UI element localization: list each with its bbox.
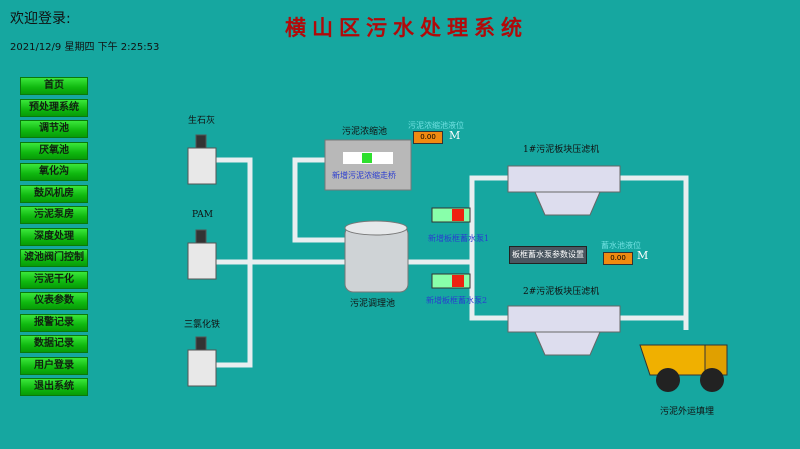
thickener-label: 污泥浓缩池 <box>342 127 388 137</box>
pumps <box>431 207 471 289</box>
mix-tank <box>344 220 409 293</box>
nav-button[interactable]: 数据记录 <box>20 335 88 353</box>
pump1-label[interactable]: 新增板框蓄水泵1 <box>428 234 490 243</box>
datetime: 2021/12/9 星期四 下午 2:25:53 <box>10 42 160 53</box>
page-title: 横山区污水处理系统 <box>285 15 528 40</box>
dosing-label-lime: 生石灰 <box>188 116 216 126</box>
nav-button[interactable]: 鼓风机房 <box>20 184 88 203</box>
storage-level-label: 蓄水池液位 <box>601 241 641 250</box>
truck-icon <box>639 344 728 392</box>
nav-button[interactable]: 深度处理 <box>20 227 88 246</box>
nav-button[interactable]: 预处理系统 <box>20 98 88 117</box>
pipes <box>205 157 689 368</box>
nav-button[interactable]: 调节池 <box>20 120 88 138</box>
thickener-level-value: 0.00 <box>413 131 443 144</box>
nav-button[interactable]: 氧化沟 <box>20 163 88 181</box>
nav-button[interactable]: 污泥干化 <box>20 270 88 289</box>
nav-button[interactable]: 首页 <box>20 77 88 95</box>
nav-button[interactable]: 报警记录 <box>20 313 88 332</box>
pump-settings-button[interactable]: 板框蓄水泵参数设置 <box>509 246 587 264</box>
dosing-label-fecl3: 三氯化铁 <box>184 320 221 330</box>
thickener-level-label: 污泥浓缩池液位 <box>408 121 464 130</box>
nav-button[interactable]: 用户登录 <box>20 356 88 375</box>
nav-button[interactable]: 污泥泵房 <box>20 206 88 224</box>
filter-presses <box>507 165 621 356</box>
nav-button[interactable]: 滤池阀门控制 <box>20 249 88 267</box>
nav-button[interactable]: 仪表参数 <box>20 292 88 310</box>
bridge-label: 新增污泥浓缩走桥 <box>332 171 396 180</box>
welcome-text: 欢迎登录: <box>10 11 71 27</box>
dosing-label-pam: PAM <box>192 210 213 220</box>
press1-label: 1#污泥板块压滤机 <box>523 145 600 155</box>
storage-level-value: 0.00 <box>603 252 633 265</box>
press2-label: 2#污泥板块压滤机 <box>523 287 600 297</box>
truck-label: 污泥外运填埋 <box>660 407 715 417</box>
thickener-level-unit: M <box>449 129 461 142</box>
nav-button[interactable]: 厌氧池 <box>20 141 88 160</box>
nav-button[interactable]: 退出系统 <box>20 378 88 396</box>
dosing-tanks <box>187 134 217 387</box>
pump2-label[interactable]: 新增板框蓄水泵2 <box>426 296 488 305</box>
thickener-tank <box>324 139 412 191</box>
storage-level-unit: M <box>637 249 649 262</box>
mix-tank-label: 污泥调理池 <box>350 299 396 309</box>
